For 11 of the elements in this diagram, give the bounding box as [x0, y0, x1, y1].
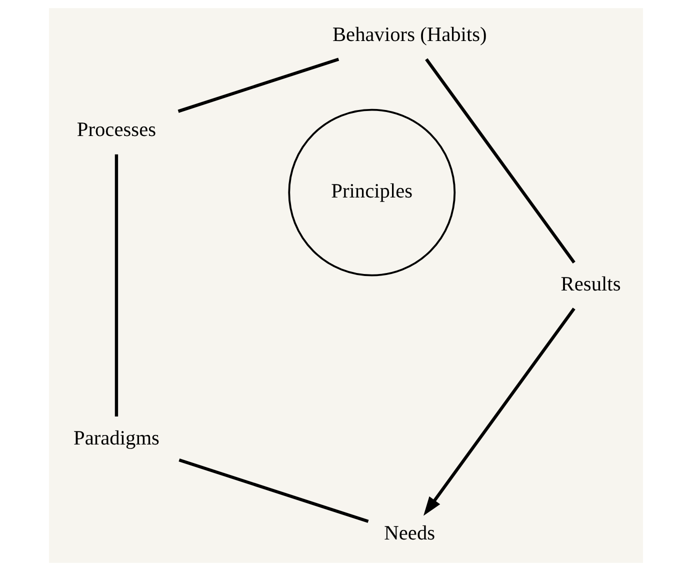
node-text: Results	[560, 273, 621, 296]
node-text: Processes	[76, 119, 156, 142]
node-circle: Principles	[288, 108, 456, 276]
connector	[425, 58, 576, 264]
arrow	[423, 308, 576, 516]
node-text: Needs	[384, 522, 436, 545]
node-text: Behaviors (Habits)	[332, 24, 487, 46]
node-text: Paradigms	[74, 427, 160, 450]
connector	[178, 58, 340, 113]
connector	[178, 458, 369, 523]
connector	[114, 154, 118, 416]
